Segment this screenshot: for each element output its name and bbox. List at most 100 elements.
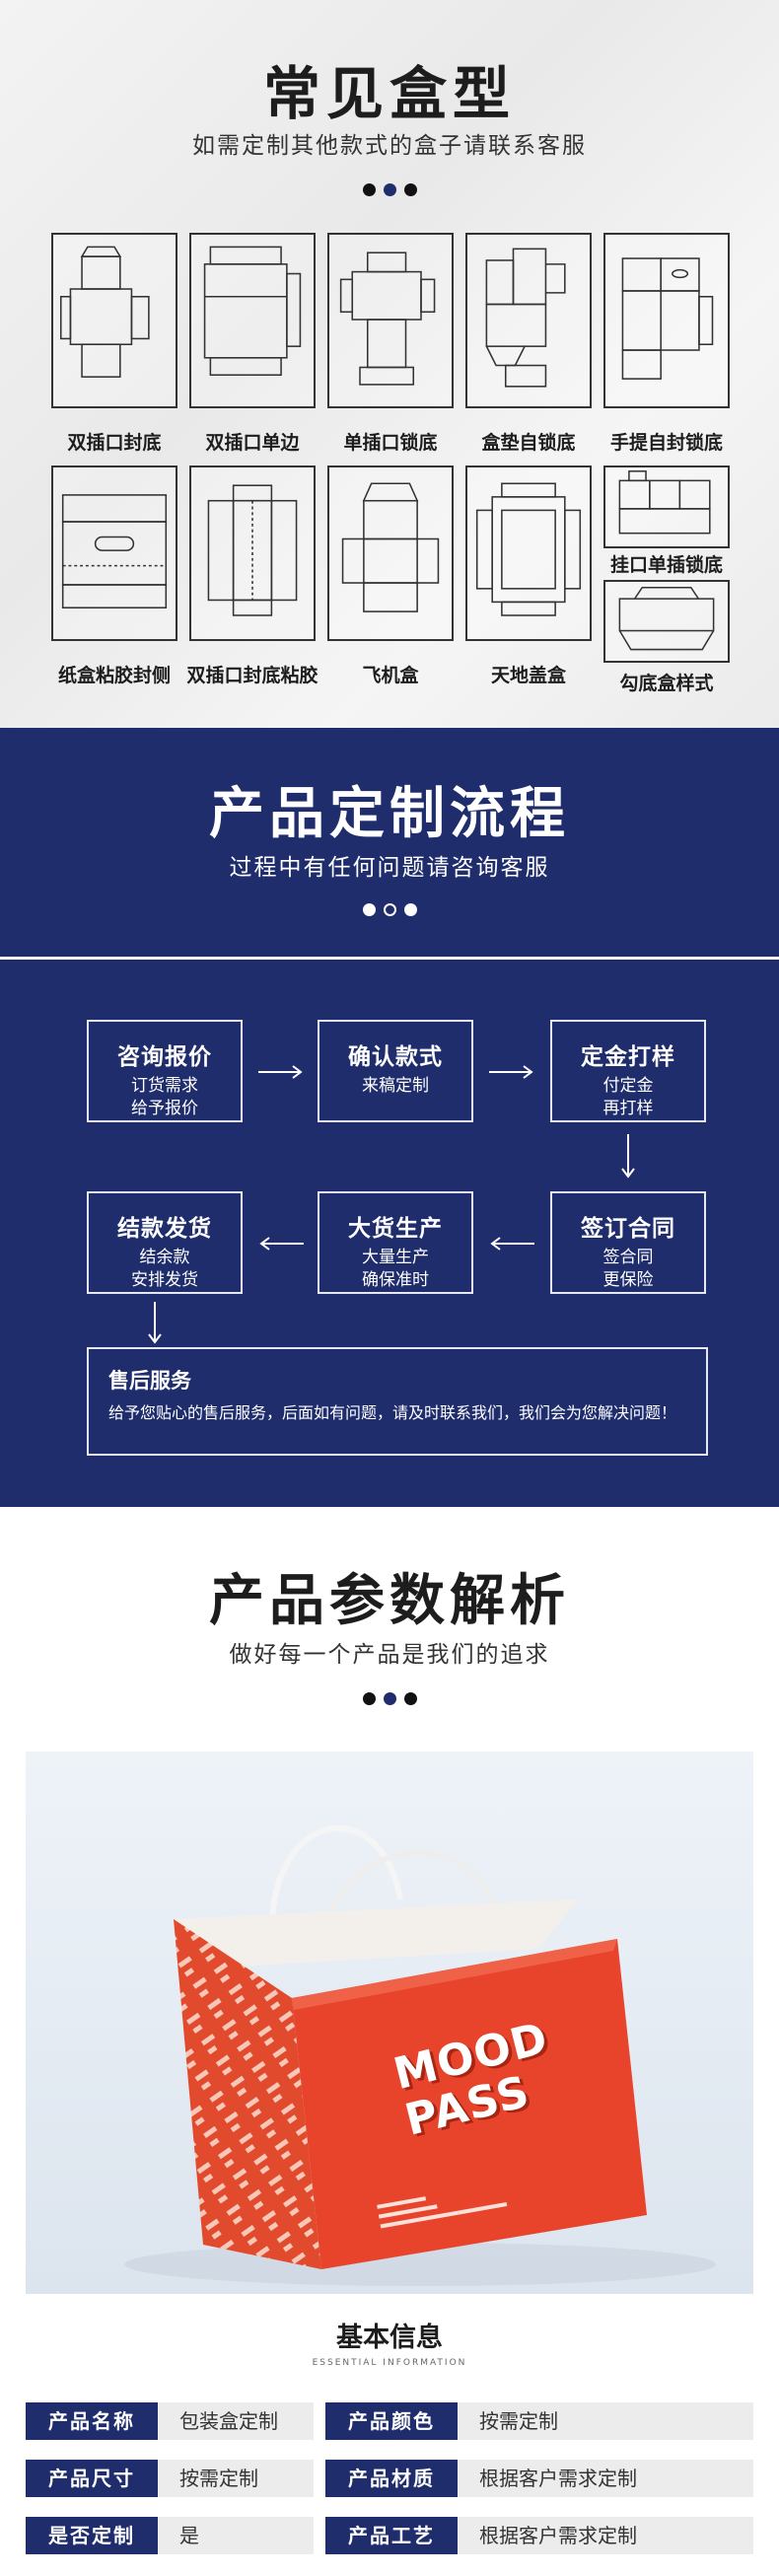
dieline-icon [485,248,566,388]
process-step-contract: 签订合同 签合同 更保险 [550,1191,706,1294]
dieline-icon [341,482,440,612]
step-line: 再打样 [602,1099,654,1118]
info-heading: 基本信息 ESSENTIAL INFORMATION [0,2316,779,2368]
process-step-inquiry: 咨询报价 订货需求 给予报价 [87,1020,243,1122]
param-label: 产品尺寸 [26,2460,158,2497]
step-line: 确保准时 [362,1270,429,1290]
step-line: 付定金 [602,1076,654,1096]
dieline-icon [207,484,298,616]
step-title: 咨询报价 [117,1044,212,1070]
process-step-confirm: 确认款式 来稿定制 [318,1020,473,1122]
box-template-diagram [465,465,592,641]
param-label: 产品工艺 [325,2517,458,2554]
box-type-label: 手提自封锁底 [609,432,723,454]
box-type-item: 手提自封锁底 [603,233,730,454]
dieline-icon [59,246,150,378]
box-type-item: 单插口锁底 [327,233,454,454]
dieline-icon [61,494,168,608]
process-step-production: 大货生产 大量生产 确保准时 [318,1191,473,1294]
box-type-label: 飞机盒 [362,665,419,686]
params-section: 产品参数解析 做好每一个产品是我们的追求 [0,1507,779,2576]
param-value: 按需定制 [458,2402,753,2440]
dot-icon [362,903,376,916]
info-subtitle: ESSENTIAL INFORMATION [312,2358,467,2368]
box-template-diagram [603,233,730,408]
box-type-item: 天地盖盒 [465,465,592,686]
dot-icon [403,1692,417,1705]
step-line: 大量生产 [362,1248,429,1267]
param-value: 是 [158,2517,314,2554]
dieline-icon [203,246,302,376]
param-value: 按需定制 [158,2460,314,2497]
dieline-icon [475,482,582,616]
step-line: 安排发货 [131,1270,198,1290]
box-template-diagram [51,233,177,408]
section-dots [0,1692,779,1705]
step-title: 大货生产 [348,1216,443,1242]
step-line: 订货需求 [131,1076,198,1096]
step-title: 确认款式 [348,1044,443,1070]
process-step-deposit: 定金打样 付定金 再打样 [550,1020,706,1122]
box-type-item: 双插口封底 [51,233,177,454]
box-type-label: 双插口封底粘胶 [186,665,319,686]
step-line: 签合同 [602,1248,654,1267]
box-type-label: 盒垫自锁底 [481,432,576,454]
param-value: 根据客户需求定制 [458,2517,753,2554]
box-type-label: 天地盖盒 [490,665,566,686]
param-value: 根据客户需求定制 [458,2460,753,2497]
dot-icon [362,183,376,196]
arrow-down-icon [148,1302,162,1344]
box-template-diagram [189,465,316,641]
process-step-payment: 结款发货 结余款 安排发货 [87,1191,243,1294]
box-type-item: 纸盒粘胶封侧 [51,465,177,686]
arrow-right-icon [258,1065,303,1079]
box-types-section: 常见盒型 如需定制其他款式的盒子请联系客服 双插口封底 双插口单边 单插口锁底 [0,0,779,728]
paper-bag-image [124,1825,716,2286]
after-sales-text: 给予您贴心的售后服务，后面如有问题，请及时联系我们，我们会为您解决问题！ [108,1403,677,1422]
dieline-icon [621,257,714,380]
section-divider [0,957,779,960]
section-dots [0,183,779,196]
dieline-icon [618,586,715,651]
box-type-label: 单插口锁底 [343,432,438,454]
box-type-item: 双插口封底粘胶 [186,465,319,686]
dot-icon [383,1692,396,1705]
param-label: 产品材质 [325,2460,458,2497]
step-line: 更保险 [602,1270,654,1290]
box-type-label: 双插口单边 [205,432,300,454]
param-row: 是否定制 是 产品工艺 根据客户需求定制 [26,2517,753,2554]
params-section-title: 产品参数解析 [209,1569,570,1633]
process-section-subtitle: 过程中有任何问题请咨询客服 [229,855,550,881]
params-section-subtitle: 做好每一个产品是我们的追求 [229,1642,550,1668]
section-dots [0,903,779,916]
param-row: 产品名称 包装盒定制 产品颜色 按需定制 [26,2402,753,2440]
after-sales-title: 售后服务 [108,1369,191,1393]
step-title: 签订合同 [581,1216,675,1242]
box-template-diagram [603,465,730,548]
step-line: 给予报价 [131,1099,198,1118]
box-type-item: 飞机盒 [327,465,454,686]
box-template-diagram [327,233,454,408]
process-section-title: 产品定制流程 [209,782,570,846]
param-label: 是否定制 [26,2517,158,2554]
box-template-diagram [327,465,454,641]
box-type-item: 挂口单插锁底 勾底盒样式 [603,465,730,694]
box-type-label: 勾底盒样式 [619,673,714,694]
arrow-left-icon [259,1237,304,1251]
step-line: 来稿定制 [362,1076,429,1096]
dot-icon [383,183,396,196]
step-title: 定金打样 [581,1044,675,1070]
dot-icon [403,183,417,196]
param-label: 产品颜色 [325,2402,458,2440]
box-type-item: 盒垫自锁底 [465,233,592,454]
box-type-label: 纸盒粘胶封侧 [57,665,171,686]
dieline-icon [618,470,711,535]
box-type-label: 双插口封底 [67,432,162,454]
param-label: 产品名称 [26,2402,158,2440]
arrow-down-icon [621,1134,635,1179]
box-section-title: 常见盒型 [262,60,516,127]
info-title: 基本信息 [336,2323,443,2353]
box-type-item: 双插口单边 [189,233,316,454]
after-sales-box: 售后服务 给予您贴心的售后服务，后面如有问题，请及时联系我们，我们会为您解决问题… [87,1347,708,1456]
param-value: 包装盒定制 [158,2402,314,2440]
